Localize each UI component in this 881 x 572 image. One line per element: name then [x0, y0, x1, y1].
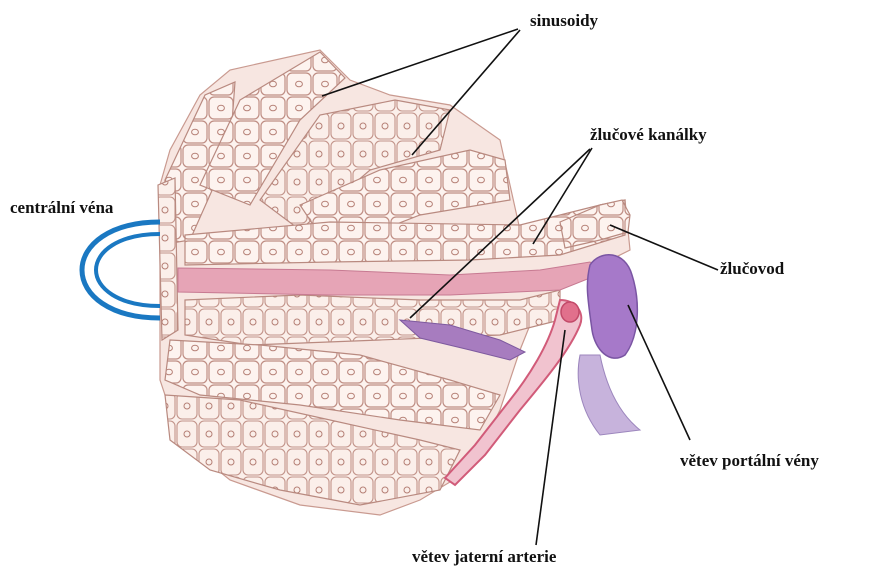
central-vein-inner: [96, 234, 160, 306]
label-sinusoidy: sinusoidy: [530, 12, 598, 29]
plate-left-face: [158, 178, 178, 340]
central-vein: [82, 222, 160, 318]
label-vetev-jaterni-arterie: větev jaterní arterie: [412, 548, 556, 565]
leader-portalni: [628, 305, 690, 440]
label-vetev-portalni-veny: větev portální vény: [680, 452, 819, 469]
leader-sinusoidy-1: [322, 29, 518, 96]
portal-vein-body: [587, 255, 637, 358]
portal-vein-trunk: [578, 355, 640, 435]
label-zlucovod: žlučovod: [720, 260, 784, 277]
label-centralni-vena: centrální véna: [10, 199, 113, 216]
portal-vein-branch: [578, 255, 640, 435]
artery-lumen: [561, 302, 579, 322]
label-zlucove-kanalky: žlučové kanálky: [590, 126, 707, 143]
